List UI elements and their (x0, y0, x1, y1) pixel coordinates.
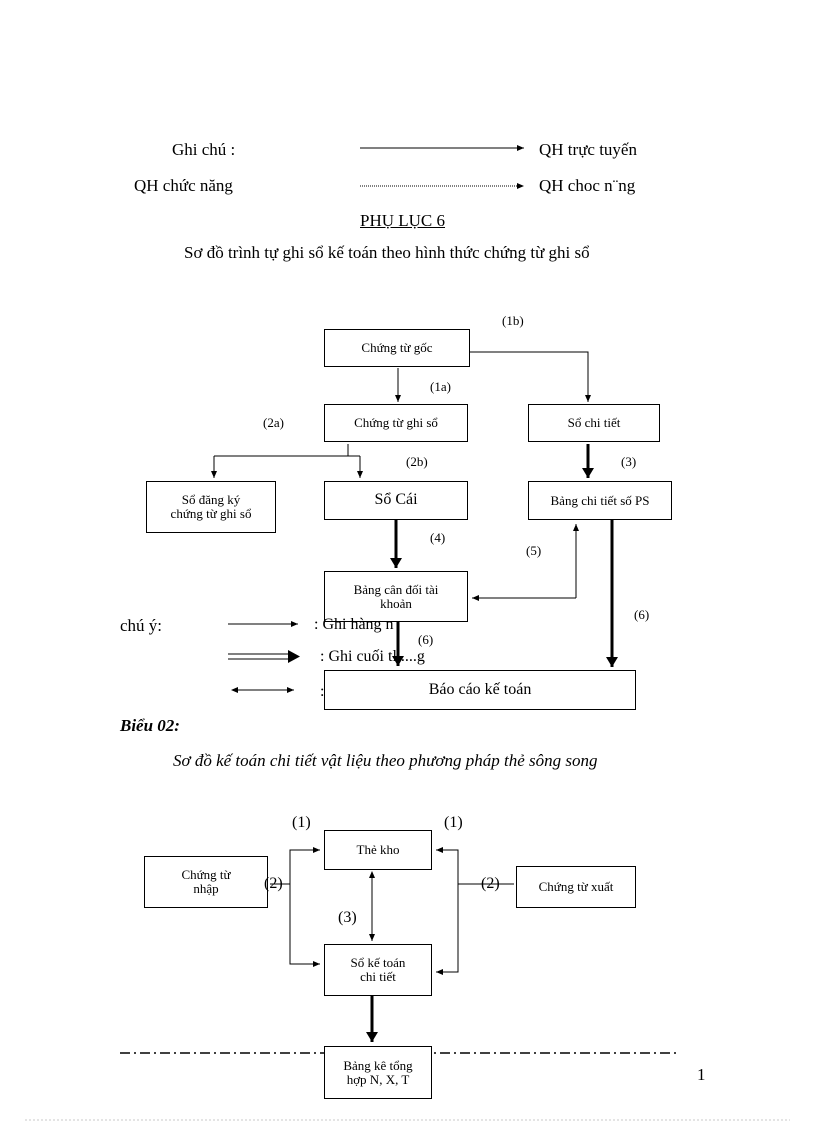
arrow-nhap-the-kho (289, 847, 320, 884)
legend-functional-label: QH chức năng (134, 176, 233, 195)
legend-title: Ghi chú : (172, 140, 236, 159)
box-bang-ke-line2: hợp N, X, T (346, 1071, 410, 1087)
box-so-ke-toan-line2: chi tiết (360, 969, 396, 984)
legend-dotted-label: QH choc n¨ng (539, 176, 636, 195)
legend2-reconcile: : (320, 683, 325, 700)
step-label-2b: (2b) (406, 454, 428, 469)
legend-solid-label: QH trực tuyến (539, 140, 637, 159)
appendix-subtitle: Sơ đồ trình tự ghi sổ kế toán theo hình … (184, 243, 590, 262)
bieu-label: Biểu 02: (120, 716, 180, 735)
step-label-2a: (2a) (263, 415, 284, 430)
box-chung-tu-ghi-so: Chứng từ ghi sổ (324, 404, 468, 442)
legend2-title: chú ý: (120, 616, 163, 635)
box-bang-chi-tiet-label: Bảng chi tiết số PS (550, 492, 650, 508)
step2-label-3: (3) (338, 909, 357, 926)
step-label-6-left: (6) (418, 632, 434, 647)
bieu-title: Sơ đồ kế toán chi tiết vật liệu theo phư… (173, 751, 598, 770)
box-so-cai: Sổ Cái (324, 481, 468, 520)
step-label-1b: (1b) (502, 313, 524, 328)
step2-label-1-right: (1) (444, 814, 463, 831)
box-bao-cao-ke-toan: Báo cáo kế toán (324, 670, 636, 710)
step-label-6-right: (6) (634, 607, 650, 622)
arrow-xuat-the-kho (436, 847, 459, 884)
page-number: 1 (697, 1065, 706, 1084)
box-bang-chi-tiet: Bảng chi tiết số PS (528, 481, 672, 520)
step2-label-2-right: (2) (481, 875, 500, 892)
step-label-1a: (1a) (430, 379, 451, 394)
box-so-ke-toan-line1: Sổ kế toán (350, 955, 406, 971)
box-bang-can-doi-line1: Bảng cân đối tài (353, 581, 439, 597)
box-chung-tu-ghi-so-label: Chứng từ ghi sổ (354, 415, 438, 431)
box-so-chi-tiet-label: Sổ chi tiết (567, 415, 621, 431)
legend2-daily: : Ghi hàng n (314, 616, 394, 633)
box-bang-can-doi-line2: khoản (380, 595, 412, 611)
box-chung-tu-nhap-line1: Chứng từ (181, 867, 231, 883)
step-label-3: (3) (621, 454, 637, 469)
appendix-title: PHỤ LỤC 6 (360, 211, 446, 230)
box-chung-tu-xuat-label: Chứng từ xuất (538, 879, 614, 895)
arrow-1b (470, 351, 591, 402)
legend2-month-end: : Ghi cuối tl.....g (320, 648, 425, 665)
box-bang-can-doi: Bảng cân đối tài khoản (324, 571, 468, 622)
box-so-cai-label: Sổ Cái (374, 491, 418, 509)
step-label-4: (4) (430, 530, 446, 545)
box-bang-ke-tong-hop: Bảng kê tổng hợp N, X, T (324, 1046, 432, 1099)
box-chung-tu-goc: Chứng từ gốc (324, 329, 470, 367)
box-chung-tu-goc-label: Chứng từ gốc (361, 340, 433, 356)
arrow-nhap-so-ke-toan (289, 884, 320, 967)
legend-month-arrow-head (288, 650, 300, 663)
box-chung-tu-nhap: Chứng từ nhập (144, 856, 268, 908)
box-so-dang-ky-line1: Sổ đăng ký (181, 492, 241, 508)
step-label-5: (5) (526, 543, 542, 558)
arrow-xuat-so-ke-toan (436, 884, 459, 975)
step2-label-2-left: (2) (264, 875, 283, 892)
box-so-chi-tiet: Sổ chi tiết (528, 404, 660, 442)
box-so-ke-toan-chi-tiet: Sổ kế toán chi tiết (324, 944, 432, 996)
box-so-dang-ky: Sổ đăng ký chứng từ ghi sổ (146, 481, 276, 533)
step2-label-1-left: (1) (292, 814, 311, 831)
box-bao-cao-ke-toan-label: Báo cáo kế toán (428, 680, 532, 698)
box-chung-tu-xuat: Chứng từ xuất (516, 866, 636, 908)
box-the-kho-label: Thẻ kho (356, 842, 400, 858)
box-bang-ke-line1: Bảng kê tổng (343, 1057, 413, 1073)
box-chung-tu-nhap-line2: nhập (193, 881, 219, 896)
box-so-dang-ky-line2: chứng từ ghi sổ (170, 506, 252, 521)
box-the-kho: Thẻ kho (324, 830, 432, 870)
